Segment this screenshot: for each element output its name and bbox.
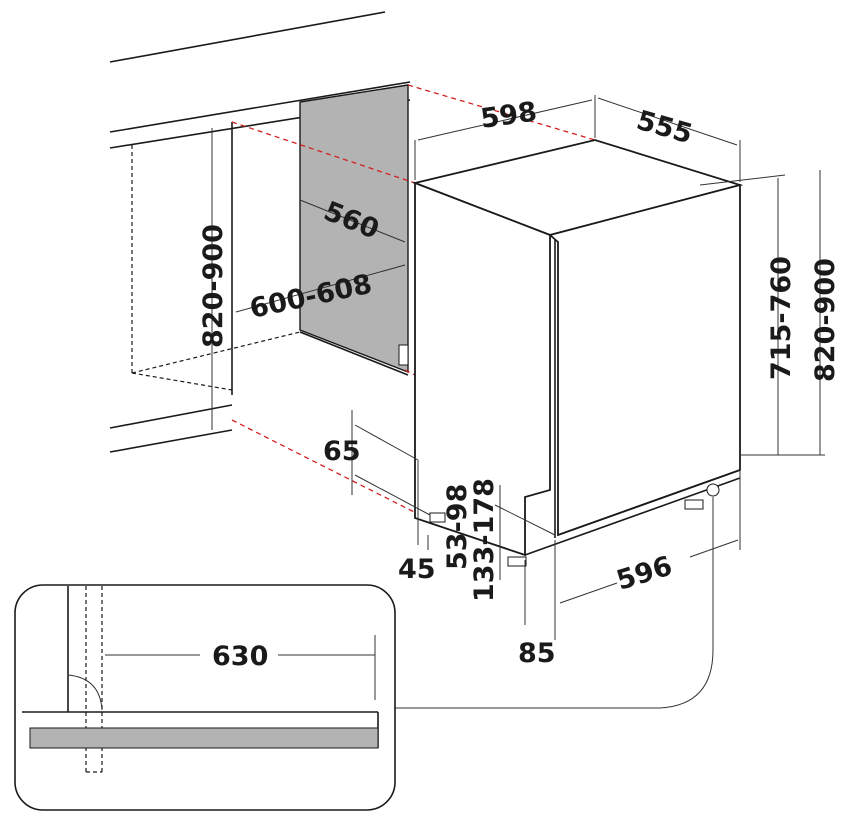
guide-lines [231,84,596,521]
dim-715-760: 715-760 [766,256,797,380]
dim-65: 65 [323,436,361,467]
dim-630: 630 [212,641,268,672]
foot-front-left [507,556,527,567]
foot-front-right [684,499,704,510]
niche-outline [131,122,409,395]
dim-598: 598 [479,96,539,135]
water-connection [398,344,409,366]
dim-45: 45 [398,554,436,585]
dim-53-98: 53-98 [442,484,473,570]
dim-820-900: 820-900 [810,258,841,382]
foot-rear-left [429,512,446,523]
dim-820-900-niche: 820-900 [198,224,229,348]
dim-596: 596 [613,551,676,597]
dimension-lines [211,95,825,709]
adjust-screw [706,483,720,497]
dim-133-178: 133-178 [469,478,500,602]
dim-85: 85 [518,638,556,669]
countertop [109,11,411,453]
dim-555: 555 [633,105,696,150]
dishwasher [411,139,744,567]
door-clearance-inset [14,584,396,811]
